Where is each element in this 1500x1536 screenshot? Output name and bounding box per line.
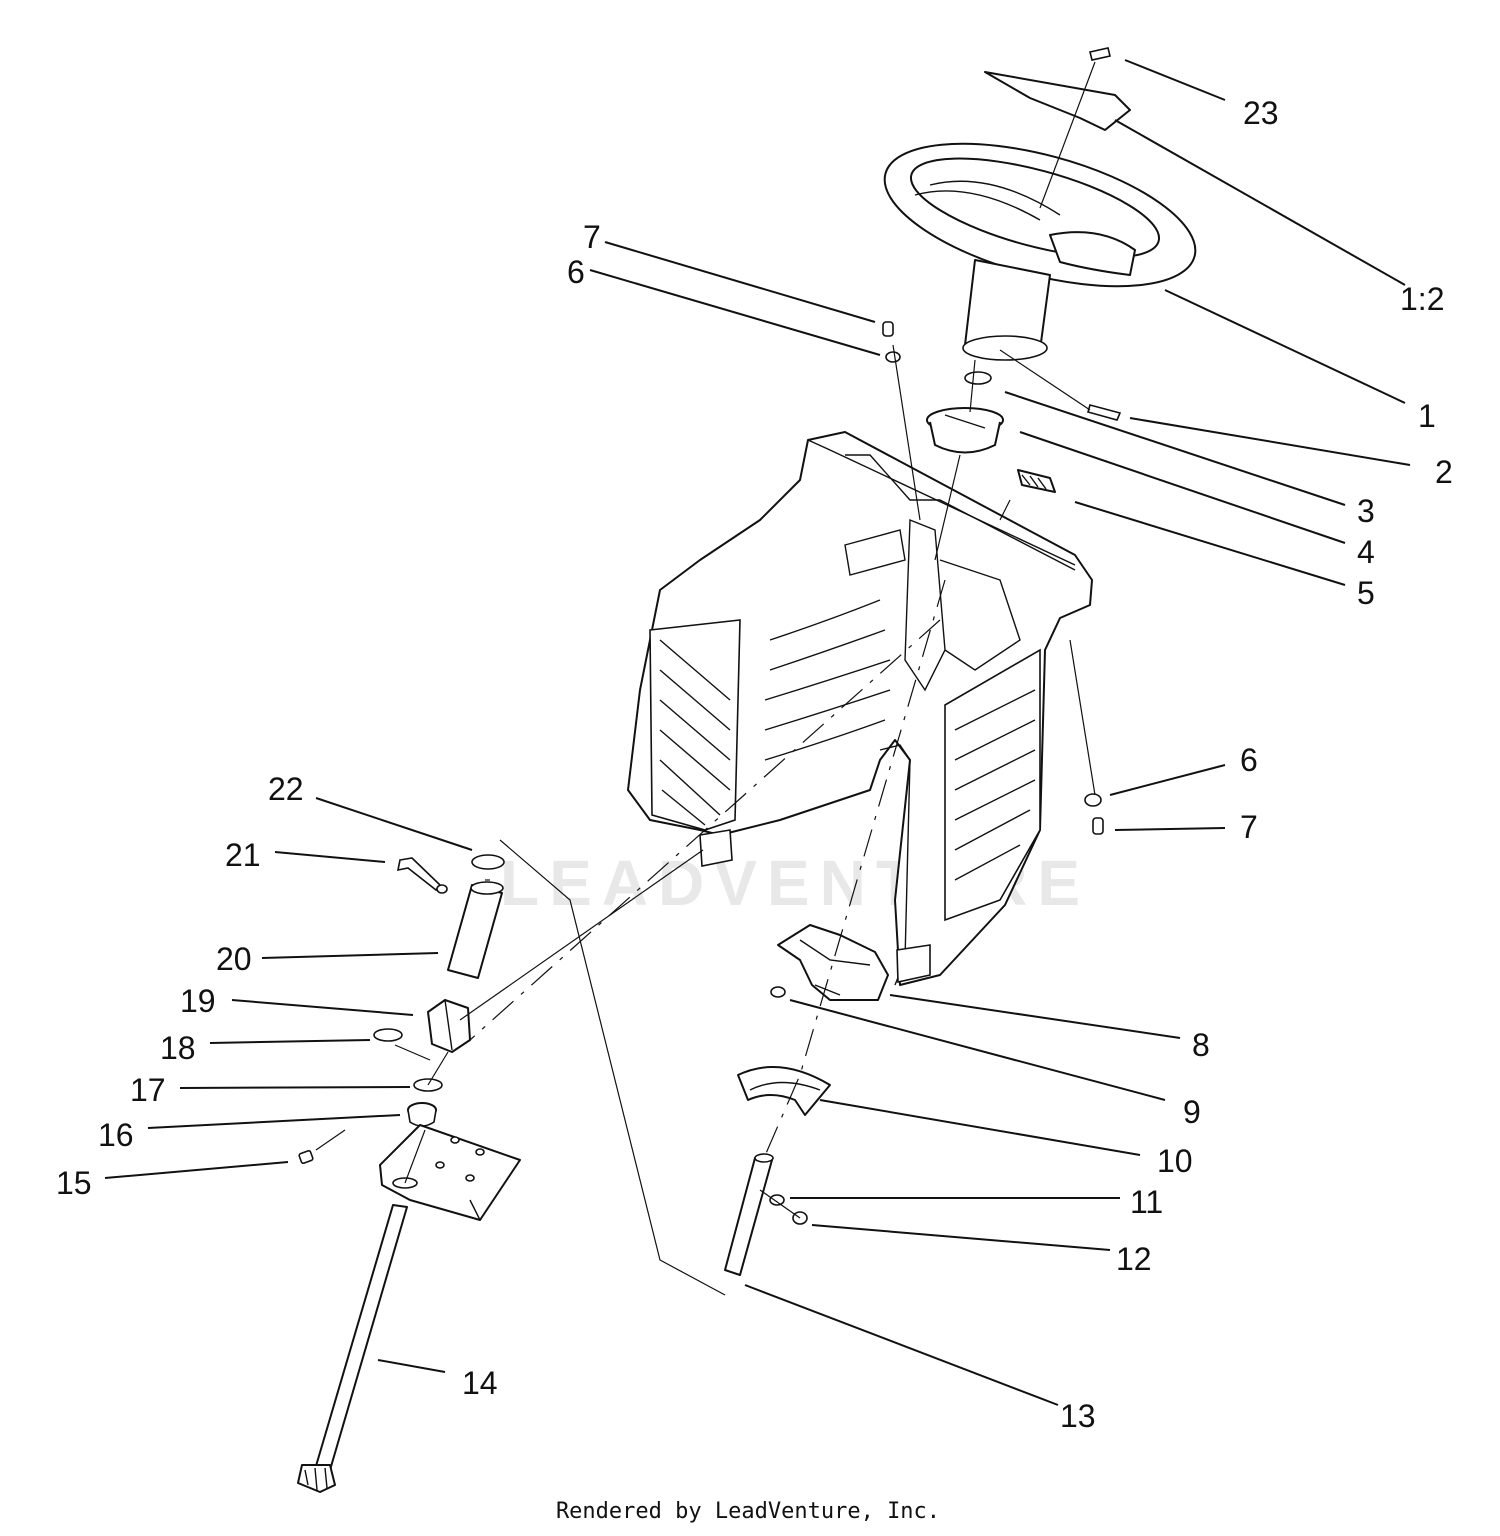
- callout-23: 23: [1243, 95, 1279, 131]
- callout-1: 1: [1418, 398, 1436, 434]
- callout-20: 20: [216, 941, 252, 977]
- callout-11: 11: [1130, 1184, 1163, 1220]
- washer-11: [769, 1194, 785, 1206]
- screw-15: [298, 1150, 314, 1164]
- nut-9: [770, 986, 786, 998]
- callout-3: 3: [1357, 493, 1375, 529]
- screw-7-top: [882, 321, 894, 337]
- callouts: 23 1:2 1 2 3 4 5 7 6 6 7 8 9 10 11 12 13…: [56, 95, 1453, 1434]
- callout-9: 9: [1183, 1094, 1201, 1130]
- callout-22: 22: [268, 771, 304, 807]
- callout-12: 12: [1116, 1241, 1152, 1277]
- screw-7-right: [1092, 817, 1104, 835]
- washer-22: [471, 854, 505, 870]
- callout-13: 13: [1060, 1398, 1096, 1434]
- lower-shaft-13: [724, 1153, 774, 1276]
- decal-5: [1017, 469, 1056, 493]
- callout-16: 16: [98, 1117, 134, 1153]
- washer-18: [373, 1028, 403, 1042]
- callout-7-right: 7: [1240, 809, 1258, 845]
- callout-18: 18: [160, 1030, 196, 1066]
- callout-15: 15: [56, 1165, 92, 1201]
- bolt-21: [396, 857, 448, 894]
- callout-6-top: 6: [567, 254, 585, 290]
- washer-6-right: [1084, 793, 1102, 807]
- bushing-20: [447, 881, 504, 979]
- callout-10: 10: [1157, 1143, 1193, 1179]
- steering-wheel: [883, 142, 1197, 361]
- steering-shaft-14: [297, 1204, 408, 1493]
- callout-6-right: 6: [1240, 742, 1258, 778]
- bracket-8: [777, 924, 889, 1001]
- callout-5: 5: [1357, 575, 1375, 611]
- mount-plate: [379, 1124, 521, 1221]
- callout-7-top: 7: [583, 219, 601, 255]
- pivot-19: [427, 999, 471, 1053]
- callout-21: 21: [225, 837, 261, 873]
- roll-pin: [1087, 404, 1122, 421]
- callout-8: 8: [1192, 1027, 1210, 1063]
- bearing-flange: [926, 407, 1004, 454]
- callout-2: 2: [1435, 454, 1453, 490]
- render-credit: Rendered by LeadVenture, Inc.: [556, 1499, 940, 1524]
- callout-17: 17: [130, 1072, 166, 1108]
- callout-4: 4: [1357, 534, 1375, 570]
- guard-10: [737, 1066, 831, 1116]
- leader-lines: [104, 59, 1411, 1406]
- washer-6-top: [885, 351, 901, 363]
- callout-14: 14: [462, 1365, 498, 1401]
- steering-wheel-cap: [984, 47, 1131, 131]
- alignment-lines: [315, 61, 1096, 1296]
- washer-3: [964, 371, 992, 385]
- callout-19: 19: [180, 983, 216, 1019]
- bushing-16: [407, 1102, 437, 1127]
- callout-1-2: 1:2: [1400, 281, 1444, 317]
- dash-console: [627, 431, 1093, 986]
